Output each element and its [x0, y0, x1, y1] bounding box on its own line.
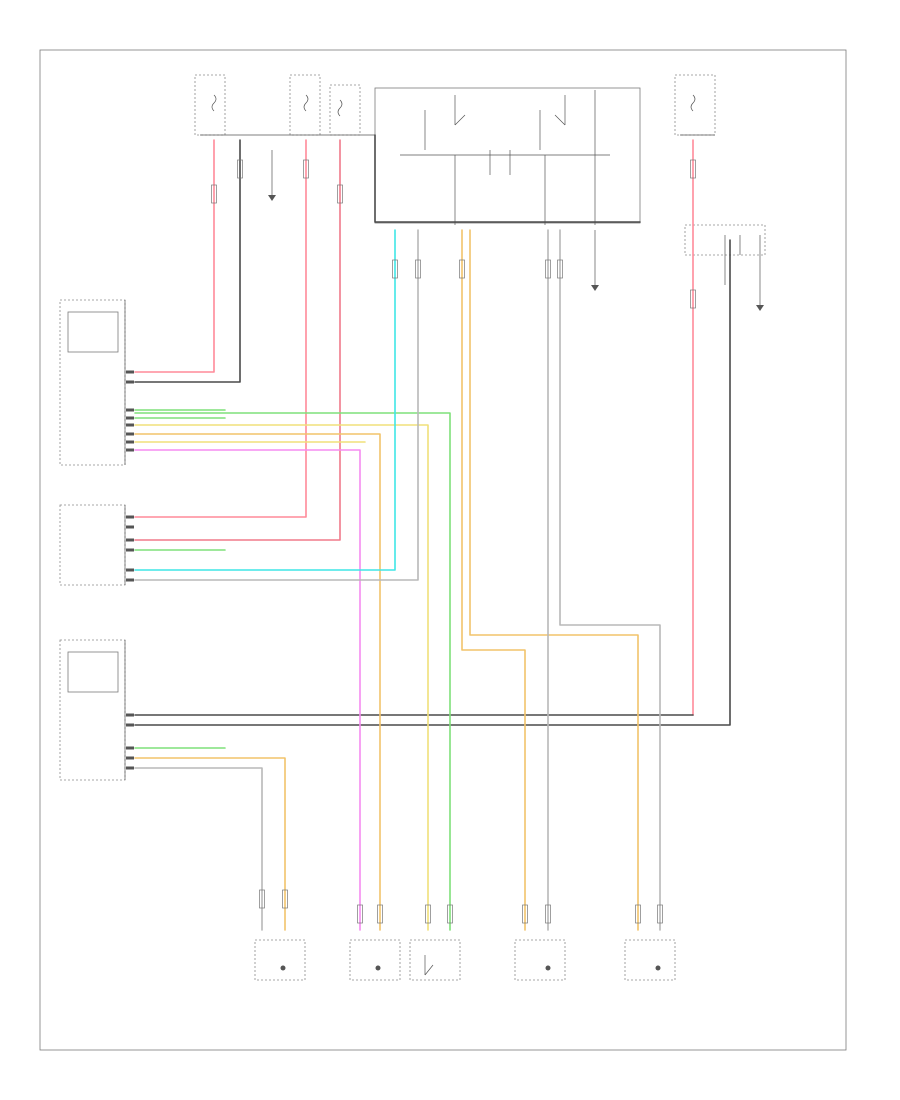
- inline-connector: [357, 904, 363, 924]
- connector-pin: [126, 723, 134, 727]
- connector-pin: [126, 432, 134, 436]
- ground-icon: [268, 150, 764, 311]
- passenger-door-module: [59, 639, 126, 781]
- body-control-module: [59, 504, 126, 586]
- inline-connector: [447, 904, 453, 924]
- inline-connector: [545, 904, 551, 924]
- inline-connector: [425, 904, 431, 924]
- wire-yellow-driver-lock: [134, 424, 429, 931]
- inline-connectors: [211, 159, 696, 924]
- lock-relay-box: [374, 87, 641, 225]
- wire-gray-right-rear: [559, 229, 661, 931]
- connector-pin: [126, 370, 134, 374]
- connector-pin: [126, 746, 134, 750]
- inline-connector: [690, 159, 696, 179]
- wire-red-bcm-feed-2: [134, 139, 341, 541]
- connector-pin: [126, 548, 134, 552]
- wire-orange-passenger-lock: [134, 757, 286, 931]
- inline-connector: [237, 159, 243, 179]
- inline-connector: [392, 259, 398, 279]
- wire-black-relay-bus: [374, 134, 641, 223]
- right-relay-box: [684, 224, 766, 285]
- door-lock-actuators: [254, 939, 676, 981]
- inline-connector: [259, 889, 265, 909]
- connector-pin: [126, 440, 134, 444]
- inline-connector: [459, 259, 465, 279]
- connector-pin: [126, 423, 134, 427]
- wire-gray-bcm-unlock: [134, 229, 419, 581]
- wire-black-driver-ground: [134, 139, 241, 383]
- wire-harness: [134, 134, 731, 931]
- connector-pin: [126, 448, 134, 452]
- inline-connector: [337, 184, 343, 204]
- wire-cyan-bcm-lock: [134, 229, 396, 571]
- diagram-frame: [39, 49, 847, 1051]
- driver-door-module: [59, 299, 126, 466]
- wire-magenta-driver: [134, 449, 361, 931]
- wire-orange-driver-unlock: [134, 433, 381, 931]
- ajar-switch-icon: [424, 955, 434, 976]
- connector-pin: [126, 578, 134, 582]
- inline-connector: [635, 904, 641, 924]
- connector-pin: [126, 568, 134, 572]
- connector-pin: [126, 408, 134, 412]
- connector-pin: [126, 525, 134, 529]
- connector-pin: [126, 380, 134, 384]
- wire-green-ajar: [134, 412, 451, 931]
- inline-connector: [690, 289, 696, 309]
- connector-pin: [126, 756, 134, 760]
- inline-connector: [657, 904, 663, 924]
- wire-gray-passenger-unlock: [134, 767, 263, 931]
- wire-red-driver-feed: [134, 139, 215, 373]
- wire-black-passenger-ground: [134, 239, 731, 726]
- connector-pin: [126, 766, 134, 770]
- connector-pin: [126, 538, 134, 542]
- inline-connector: [211, 184, 217, 204]
- motor-icon: [280, 965, 661, 971]
- wire-orange-right-rear: [469, 229, 639, 931]
- wire-red-bcm-feed: [134, 139, 307, 518]
- inline-connector: [522, 904, 528, 924]
- inline-connector: [282, 889, 288, 909]
- fuse-block-top: [194, 74, 716, 136]
- inline-connector: [415, 259, 421, 279]
- inline-connector: [377, 904, 383, 924]
- module-connector-pins: [126, 370, 134, 770]
- inline-connector: [303, 159, 309, 179]
- connector-pin: [126, 416, 134, 420]
- connector-pin: [126, 515, 134, 519]
- fuse-icon: [211, 94, 696, 117]
- wire-orange-left-rear: [461, 229, 526, 931]
- inline-connector: [545, 259, 551, 279]
- connector-pin: [126, 713, 134, 717]
- inline-connector: [557, 259, 563, 279]
